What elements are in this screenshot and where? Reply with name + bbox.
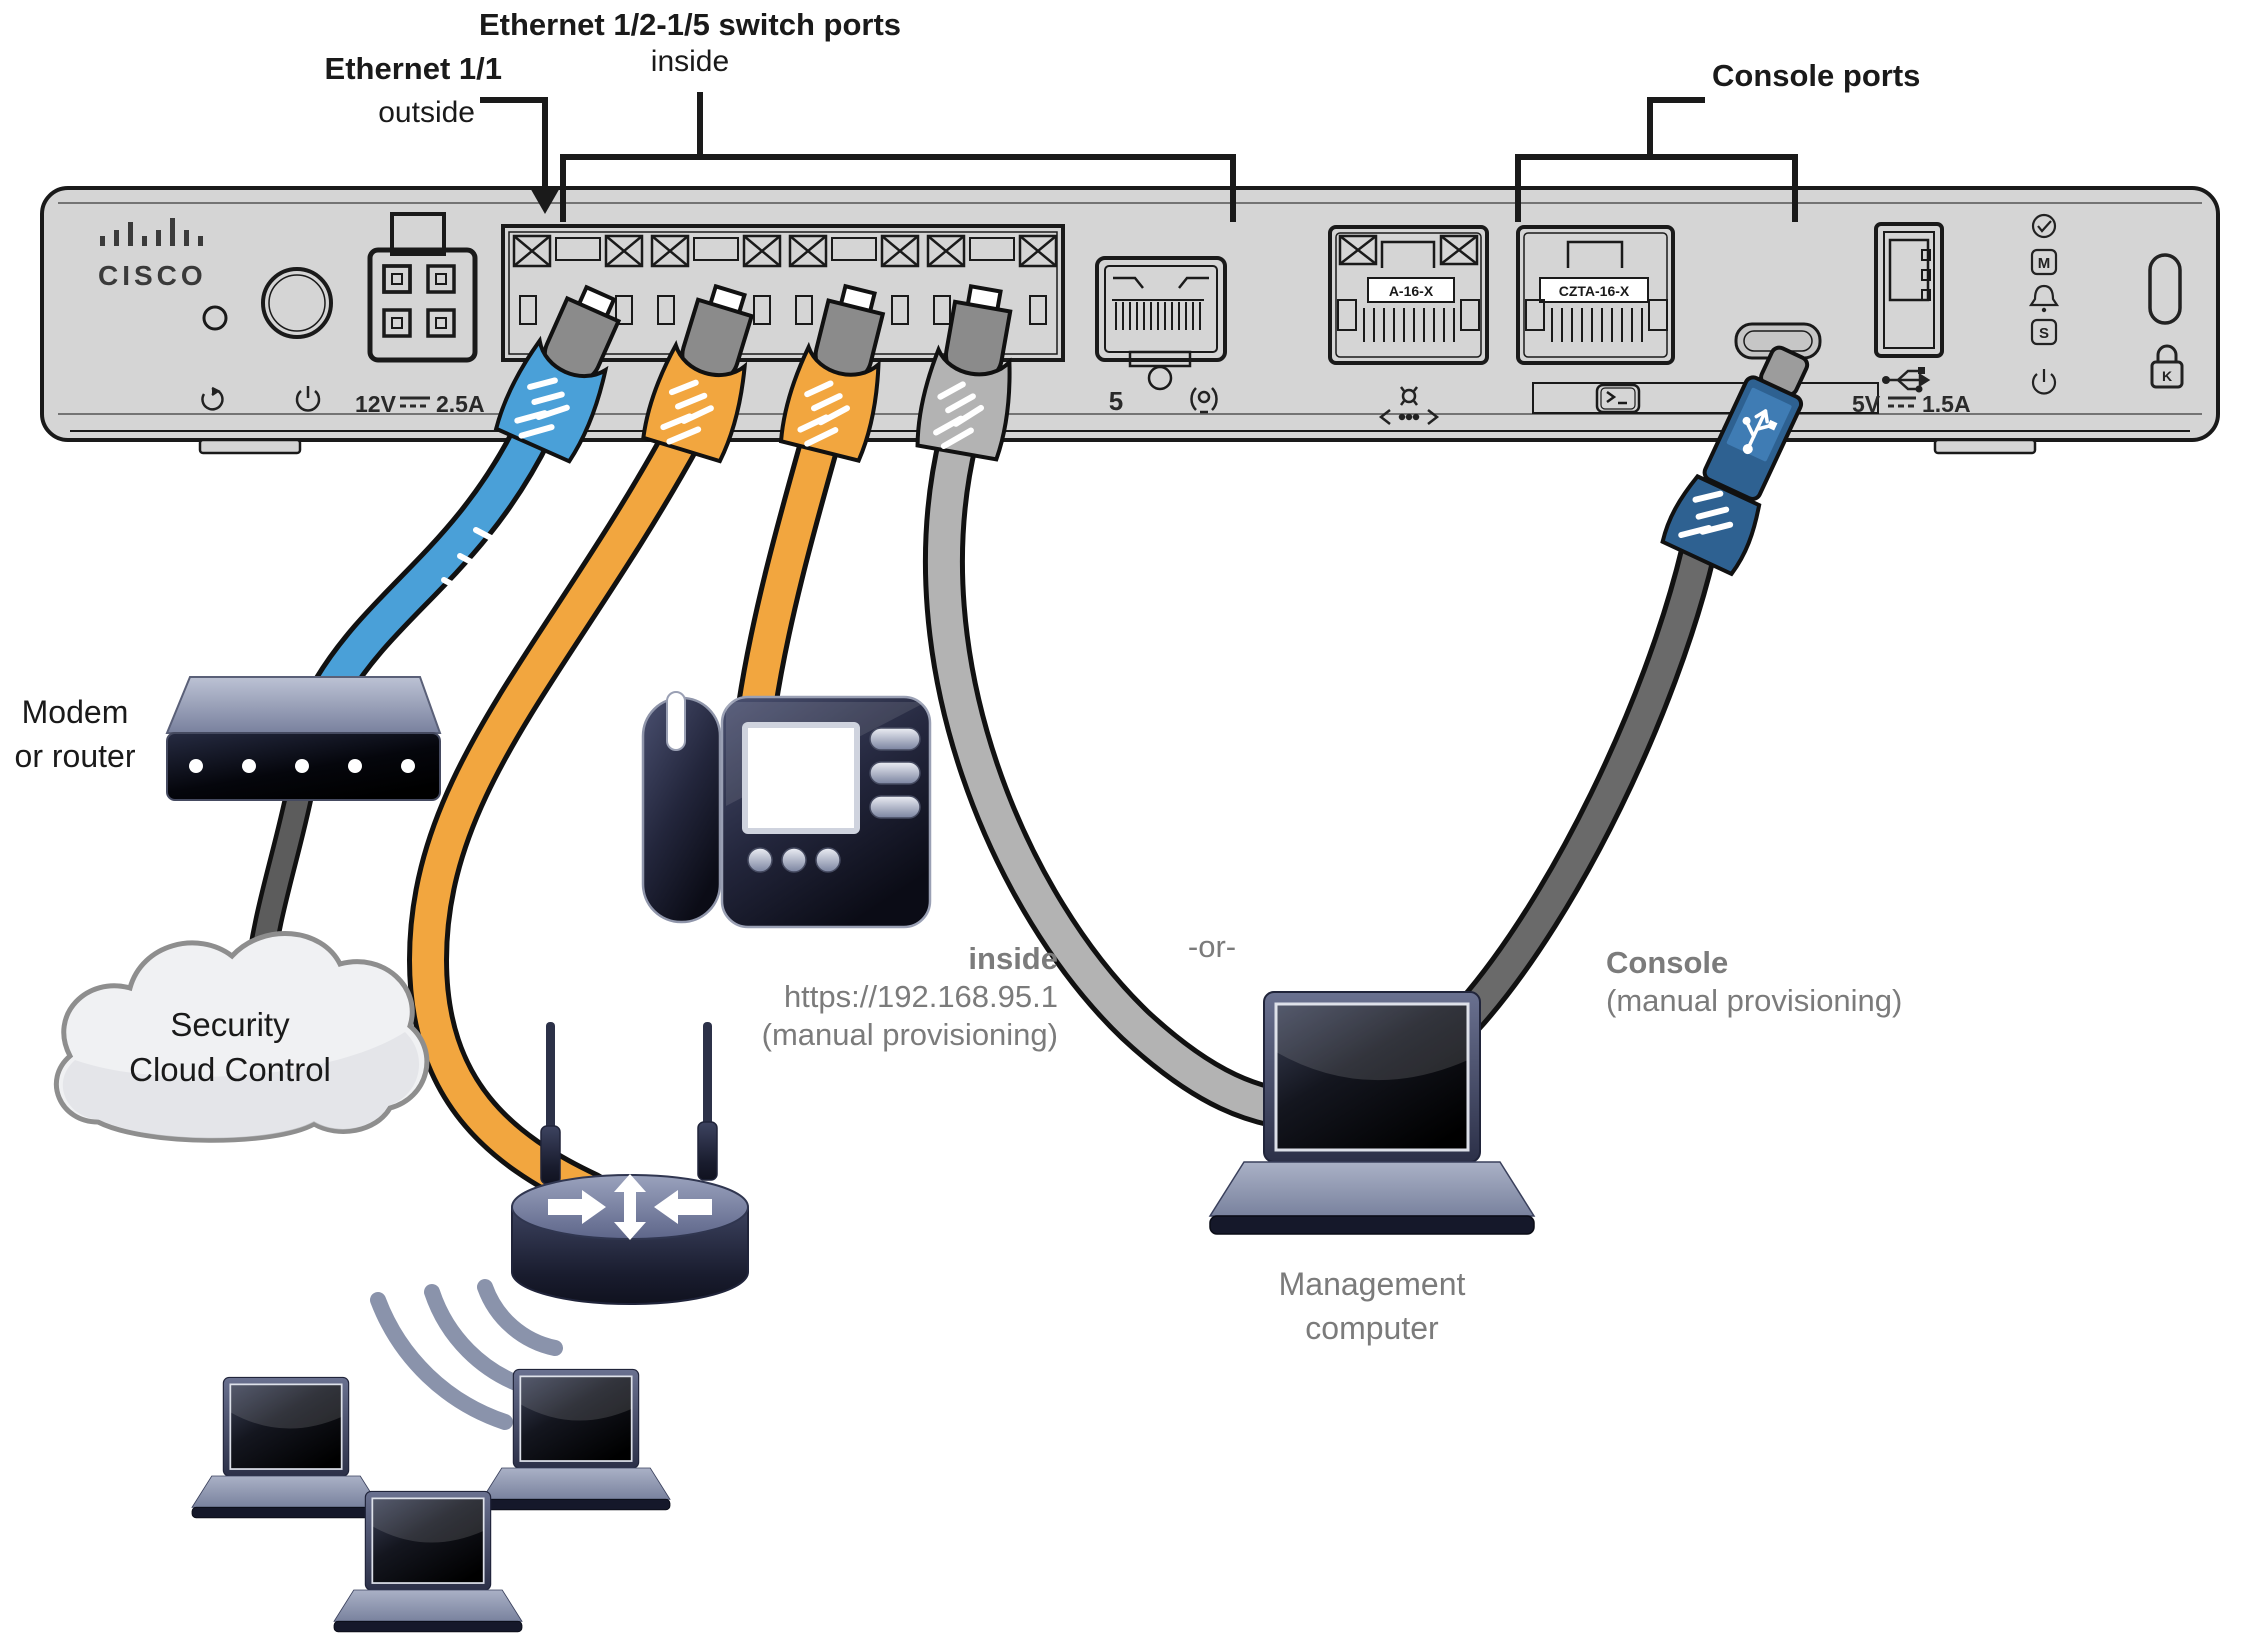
inside-callout-note: (manual provisioning) (761, 1017, 1058, 1052)
or-separator: -or- (1187, 929, 1237, 964)
console-label-strip (1532, 382, 1879, 414)
modem-label: Modem or router (0, 690, 150, 778)
chassis-foot-left (198, 438, 302, 455)
power-button (261, 267, 333, 339)
chassis-foot-right (1933, 438, 2037, 455)
mgmt-port-plate: A-16-X (1389, 283, 1434, 299)
management-port: A-16-X (1328, 225, 1489, 425)
console-ports-bracket (1515, 154, 1798, 222)
ethernet11-subtitle: outside (378, 96, 475, 129)
management-network-icon (1378, 386, 1440, 425)
console-callout: Console (manual provisioning) (1606, 944, 1902, 1020)
inside-callout-label: inside (968, 941, 1058, 976)
dc-symbol-icon (400, 396, 430, 408)
console-leader-line (1647, 97, 1705, 157)
kensington-lock: K (2148, 253, 2184, 389)
status-ok-icon (2031, 213, 2057, 239)
eth11-leader-line (480, 97, 548, 188)
console-callout-label: Console (1606, 945, 1729, 980)
inside-cable-1 (406, 278, 771, 1213)
inside-callout: inside https://192.168.95.1 (manual prov… (690, 940, 1058, 1054)
wifi-waves-icon (370, 1279, 563, 1430)
firewall-chassis: CISCO 12V 2.5 (40, 186, 2220, 455)
svg-text:S: S (2039, 325, 2049, 342)
antenna-right (703, 1022, 712, 1130)
power-led-icon (2031, 369, 2057, 395)
annotation-lines (480, 92, 1798, 222)
management-label: Management computer (1237, 1262, 1507, 1350)
power-icon (295, 386, 321, 412)
cisco-logo: CISCO (98, 218, 207, 291)
led-s-icon: S (2030, 318, 2058, 346)
modem-router (165, 676, 442, 801)
reset-pinhole (202, 305, 228, 331)
antenna-left (546, 1022, 555, 1134)
power-volts: 12V (355, 391, 397, 417)
power-amps: 2.5A (436, 391, 485, 417)
k-lock-icon: K (2150, 344, 2184, 389)
ip-phone (641, 691, 932, 929)
brand-text: CISCO (98, 260, 207, 291)
usb-icon (1882, 367, 1931, 393)
wireless-laptop-1 (191, 1376, 381, 1519)
ethernet11-title: Ethernet 1/1 (324, 51, 502, 86)
reset-icon (201, 386, 224, 411)
usb-amps: 1.5A (1922, 391, 1971, 417)
led-m-icon: M (2030, 248, 2058, 276)
wireless-laptop-2 (481, 1368, 671, 1511)
management-label-line1: Management (1278, 1266, 1466, 1302)
inside-cable-2 (736, 279, 902, 727)
status-led-column: M S (2028, 213, 2060, 395)
modem-label-line2: or router (14, 738, 136, 774)
wireless-router (511, 1022, 749, 1305)
switch-ports-bracket (560, 154, 1236, 222)
modem-label-line1: Modem (21, 694, 129, 730)
switch-ports-title: Ethernet 1/2-1/5 switch ports (478, 7, 902, 42)
outside-cable (311, 276, 639, 709)
console-port-plate: CZTA-16-X (1559, 283, 1630, 299)
console-rj45-port: CZTA-16-X (1516, 225, 1675, 365)
ethernet-ports (512, 234, 1058, 325)
phone-screen (748, 728, 854, 828)
power-connector (367, 212, 478, 363)
cloud-label: Security Cloud Control (95, 1002, 365, 1092)
usb-a-port: 5V 1.5A (1852, 222, 1971, 417)
dc-symbol-icon (1888, 396, 1916, 408)
switch-port-block (501, 224, 1065, 362)
sfp-port-number: 5 (1109, 386, 1123, 416)
console-callout-note: (manual provisioning) (1606, 983, 1903, 1018)
usb-volts: 5V (1852, 391, 1881, 417)
router-arrows-icon (548, 1174, 712, 1240)
inside-callout-url: https://192.168.95.1 (783, 979, 1058, 1014)
sfp-port-5: 5 (1095, 256, 1227, 416)
management-label-line2: computer (1305, 1310, 1439, 1346)
terminal-icon (1595, 383, 1641, 414)
svg-text:K: K (2162, 368, 2172, 384)
kensington-slot (2148, 253, 2182, 325)
cloud-label-line1: Security (170, 1006, 290, 1043)
switch-ports-subtitle: inside (650, 45, 730, 78)
console-ports-title: Console ports (1712, 58, 1921, 93)
cloud-label-line2: Cloud Control (129, 1051, 331, 1088)
alarm-bell-icon (2028, 284, 2060, 313)
mgmt-cable (915, 282, 1329, 1133)
security-cloud (53, 931, 430, 1143)
eth11-arrowhead (529, 186, 561, 214)
usb-rating-label: 5V 1.5A (1852, 391, 1971, 417)
sfp-status-icon (1190, 387, 1218, 414)
svg-text:M: M (2038, 255, 2051, 272)
power-rating-label: 12V 2.5A (355, 391, 485, 417)
